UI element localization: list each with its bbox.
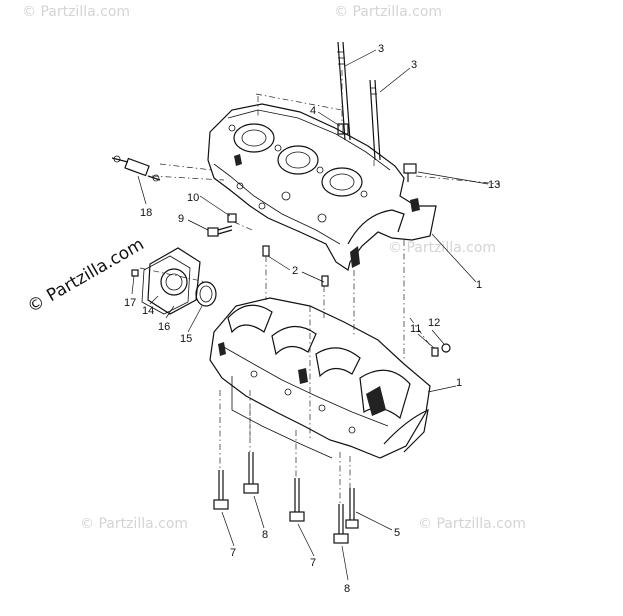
callout-labels: 3 3 4 13 10 18 9 2 1 17 14 16 15 11 12 1… [124, 43, 500, 595]
screw-small [131, 269, 139, 277]
upper-crankcase [207, 103, 437, 271]
seal-housing [147, 247, 201, 315]
callout-17: 17 [124, 297, 136, 309]
bolt-long [243, 452, 259, 494]
leader-lines [131, 49, 489, 581]
watermark: © Partzilla.com [22, 4, 131, 20]
callout-8: 8 [344, 583, 350, 595]
oil-seal [195, 281, 217, 307]
watermark: © Partzilla.com [334, 4, 443, 20]
callout-10: 10 [187, 192, 199, 204]
bolt-small [431, 343, 451, 357]
watermark: © Partzilla.com [388, 240, 497, 256]
hose-fitting [111, 155, 161, 182]
callout-14: 14 [142, 305, 154, 317]
bolt-long [333, 504, 349, 544]
callout-7: 7 [230, 547, 236, 559]
watermark: © Partzilla.com [418, 516, 527, 532]
callout-1: 1 [476, 279, 482, 291]
screw [227, 213, 237, 223]
gasket [141, 255, 191, 315]
stud-long [369, 79, 381, 161]
callout-9: 9 [178, 213, 184, 225]
bolt-long [345, 488, 359, 529]
callout-2: 2 [292, 265, 298, 277]
callout-11: 11 [410, 323, 421, 335]
bolt [207, 225, 233, 237]
watermark: © Partzilla.com [80, 516, 189, 532]
callout-15: 15 [180, 333, 192, 345]
callout-8: 8 [262, 529, 268, 541]
callout-5: 5 [394, 527, 400, 539]
callout-12: 12 [428, 317, 440, 329]
stud-small [403, 163, 417, 182]
lower-crankcase [209, 297, 431, 459]
bolt-long [213, 470, 229, 510]
bolt-long [289, 478, 305, 522]
callout-18: 18 [140, 207, 152, 219]
callout-1: 1 [456, 377, 462, 389]
callout-13: 13 [488, 179, 500, 191]
callout-7: 7 [310, 557, 316, 569]
alignment-lines [139, 70, 501, 504]
callout-16: 16 [158, 321, 170, 333]
callout-3: 3 [378, 43, 384, 55]
callout-3: 3 [411, 59, 417, 71]
callout-4: 4 [310, 105, 316, 117]
